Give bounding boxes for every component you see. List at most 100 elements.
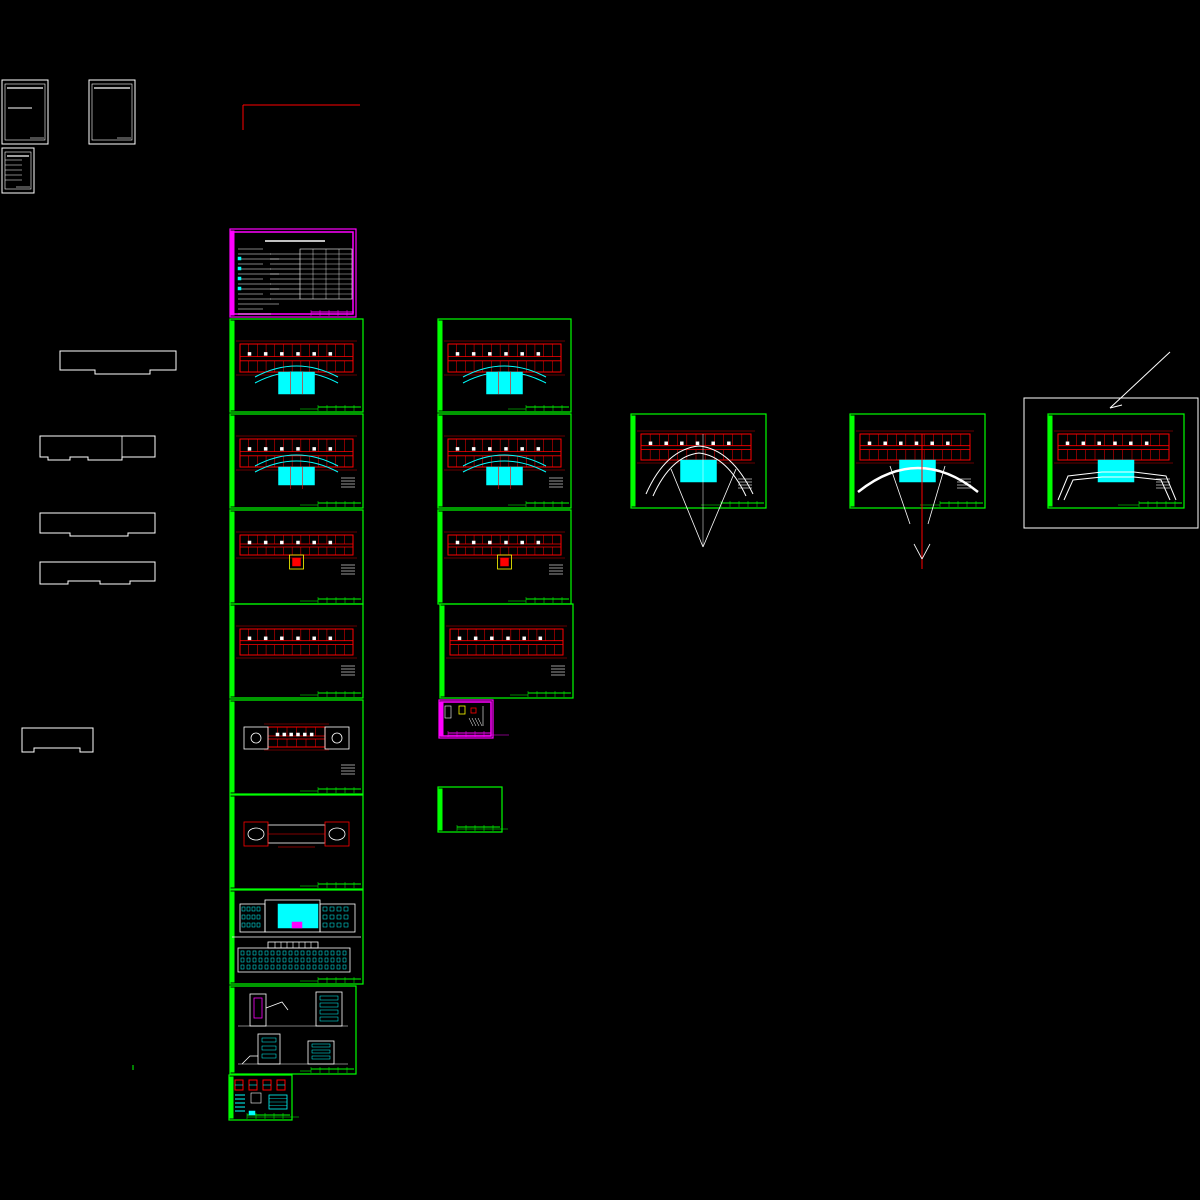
window <box>343 922 349 928</box>
bullet <box>237 276 242 281</box>
porch-steps <box>500 557 509 567</box>
stair-mark <box>490 636 494 641</box>
stair-mark <box>296 732 300 737</box>
window <box>319 995 339 1001</box>
stair-mark <box>536 447 541 451</box>
stair-mark <box>312 540 316 545</box>
window <box>258 957 263 963</box>
stair-mark <box>296 636 300 641</box>
sheet-frame <box>439 603 574 699</box>
floor-plan <box>856 430 974 464</box>
stair-mark <box>247 352 252 356</box>
bullet <box>237 266 242 271</box>
window <box>240 957 245 963</box>
stair-mark <box>471 352 476 356</box>
stair-mark <box>522 636 526 641</box>
window <box>246 914 251 920</box>
window <box>258 950 263 956</box>
window <box>312 964 317 970</box>
window <box>312 950 317 956</box>
stair-mark <box>275 732 280 737</box>
canopy-arc <box>462 460 547 473</box>
stair-mark <box>1113 441 1117 446</box>
canopy-arc <box>254 454 339 467</box>
sheet-frame <box>229 318 364 413</box>
stair-mark <box>282 732 287 737</box>
window <box>324 964 329 970</box>
binding-strip <box>230 320 235 411</box>
arrow-head <box>921 543 931 560</box>
footprint-outlines-group <box>21 350 177 753</box>
binding-strip <box>438 415 443 507</box>
stair-mark <box>1065 441 1070 446</box>
stair-mark <box>536 540 541 545</box>
window <box>240 950 245 956</box>
window <box>294 964 299 970</box>
sheet-section <box>229 985 357 1075</box>
leader-arrow <box>1109 404 1123 409</box>
sheet-frame <box>229 413 364 509</box>
stair-mark <box>457 636 462 641</box>
sheet-elevation <box>229 889 364 985</box>
window <box>282 964 287 970</box>
window <box>256 914 261 920</box>
binding-strip <box>631 415 636 507</box>
window <box>300 950 305 956</box>
stair-mark <box>488 540 492 545</box>
misc-annotations <box>132 104 360 1070</box>
window <box>264 964 269 970</box>
window <box>322 914 328 920</box>
stair-mark <box>263 636 268 641</box>
canopy-arc <box>254 365 339 378</box>
detail-box <box>250 1092 262 1104</box>
stair-mark <box>455 540 460 545</box>
window <box>329 914 335 920</box>
window <box>336 957 341 963</box>
sheet-frame <box>229 699 364 795</box>
binding-strip <box>440 605 445 697</box>
sheet-frame <box>229 985 357 1075</box>
stair-mark <box>1129 441 1133 446</box>
window <box>276 957 281 963</box>
canopy-curve <box>857 466 979 493</box>
window <box>288 964 293 970</box>
window <box>246 906 251 912</box>
stair-mark <box>247 447 252 451</box>
sheet-plan-arc <box>437 318 572 413</box>
stair-mark <box>309 732 314 737</box>
window <box>336 922 342 928</box>
binding-strip <box>438 320 443 411</box>
stair-mark <box>328 636 333 641</box>
window <box>342 957 347 963</box>
notes-frame <box>232 231 354 315</box>
window <box>342 950 347 956</box>
stair-mark <box>648 441 653 446</box>
sheet-plan-arc-wide <box>229 413 364 509</box>
window <box>311 1049 331 1054</box>
roof-dome <box>331 732 343 744</box>
floor-plan <box>236 625 357 659</box>
binding-strip <box>230 796 235 888</box>
stair-mark <box>899 441 903 446</box>
window <box>246 957 251 963</box>
bullet <box>237 256 242 261</box>
window <box>270 957 275 963</box>
roof-wing <box>324 726 350 750</box>
canopy-arch <box>645 445 754 495</box>
detail-stair <box>477 717 483 727</box>
window <box>251 906 256 912</box>
stair-mark <box>263 352 268 356</box>
window <box>306 950 311 956</box>
window <box>261 1037 277 1043</box>
main-sheet-column <box>228 228 364 1121</box>
window <box>252 957 257 963</box>
window <box>343 914 349 920</box>
leader-line <box>1109 351 1171 409</box>
detail-stair <box>474 717 480 727</box>
window <box>329 906 335 912</box>
window <box>258 964 263 970</box>
section-core <box>253 997 263 1019</box>
stair-mark <box>1081 441 1086 446</box>
entrance-hall <box>680 459 717 483</box>
